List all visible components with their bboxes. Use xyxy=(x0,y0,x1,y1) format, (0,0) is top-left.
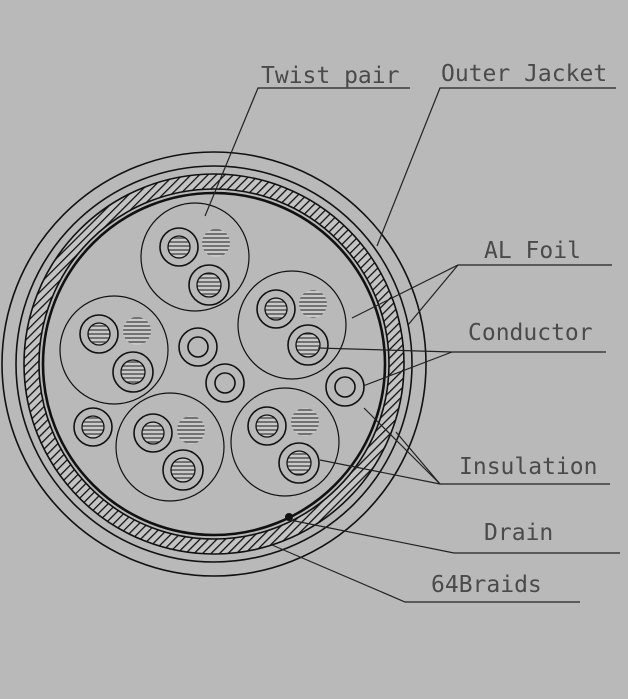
twist-pair-left xyxy=(59,295,169,405)
label-64braids: 64Braids xyxy=(431,572,542,598)
twist-pair-right xyxy=(237,270,347,380)
twist-pair-top xyxy=(140,202,250,312)
single-conductor-left xyxy=(73,407,113,447)
label-al-foil: AL Foil xyxy=(484,238,581,264)
label-twist-pair: Twist pair xyxy=(261,63,399,89)
twist-pair-bottom-left xyxy=(115,392,225,502)
label-drain: Drain xyxy=(484,520,553,546)
drain-wire xyxy=(285,513,293,521)
twist-pair-bottom-right xyxy=(230,387,340,497)
label-insulation: Insulation xyxy=(459,454,597,480)
single-conductor-right xyxy=(325,367,365,407)
label-outer-jacket: Outer Jacket xyxy=(441,61,607,87)
single-conductor-center-top xyxy=(178,327,218,367)
single-conductor-center xyxy=(205,363,245,403)
leader-lines xyxy=(204,87,620,603)
label-conductor: Conductor xyxy=(468,320,593,346)
